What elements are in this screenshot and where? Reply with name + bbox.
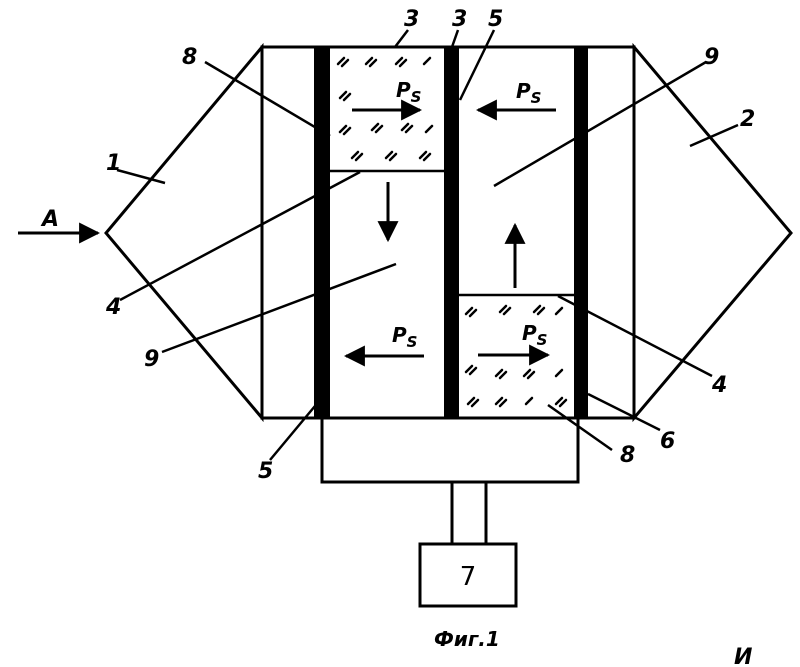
label-4-left: 4 <box>105 295 121 320</box>
label-9-top: 9 <box>704 45 719 70</box>
flow-label-a: A <box>40 207 59 232</box>
ps-label-3: PS <box>392 323 417 351</box>
base-bracket <box>322 418 578 482</box>
plate-left <box>314 47 330 418</box>
ps-label-1: PS <box>396 78 421 106</box>
unit-7-label: 7 <box>460 562 477 592</box>
ps-label-4: PS <box>522 321 547 349</box>
label-2: 2 <box>740 107 755 132</box>
label-5-top: 5 <box>488 7 503 32</box>
label-6: 6 <box>660 429 675 454</box>
plate-right <box>574 47 588 418</box>
corner-mark: И <box>734 645 752 667</box>
figure-caption: Фиг.1 <box>434 627 500 651</box>
leader-lines <box>117 30 738 460</box>
label-3b: 3 <box>452 7 467 32</box>
label-8-top: 8 <box>182 45 197 70</box>
label-3a: 3 <box>404 7 419 32</box>
plate-middle <box>444 47 459 418</box>
inlet-diffuser <box>106 47 262 418</box>
label-1: 1 <box>106 151 121 176</box>
label-4-right: 4 <box>711 373 727 398</box>
label-5-bottom: 5 <box>258 459 273 484</box>
ps-label-2: PS <box>516 79 541 107</box>
outlet-diffuser <box>634 47 791 418</box>
adsorbent-block-bottom-right <box>459 295 574 406</box>
adsorbent-block-top-left <box>330 58 444 171</box>
label-9-bottom: 9 <box>144 347 159 372</box>
label-8-bottom: 8 <box>620 443 635 468</box>
